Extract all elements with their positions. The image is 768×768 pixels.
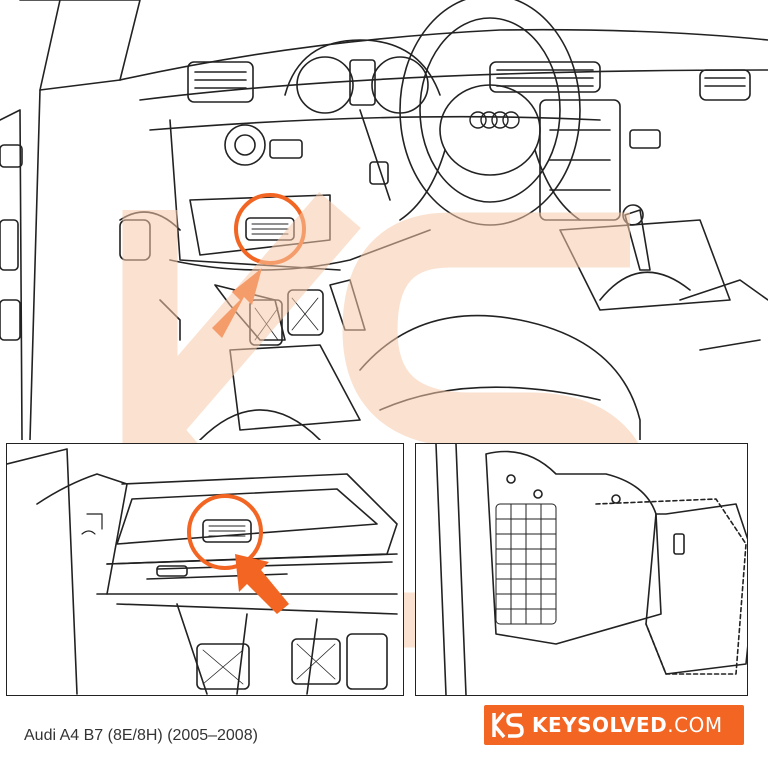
fuse-grid [495, 503, 557, 625]
obd-port-icon [234, 193, 306, 265]
brand-name: KEYSOLVED [532, 713, 668, 737]
obd-port-icon [187, 494, 263, 570]
orange-arrow-icon [212, 268, 262, 338]
orange-arrow-icon [235, 554, 289, 614]
door-frame [0, 0, 141, 440]
brand-badge[interactable]: KEYSOLVED.COM [484, 705, 744, 745]
inset-fuse-box [415, 443, 748, 696]
keysolved-logo-icon [492, 711, 524, 739]
vehicle-caption: Audi A4 B7 (8E/8H) (2005–2008) [24, 727, 258, 744]
inset-obd-closeup [6, 443, 404, 696]
audi-rings-icon [469, 111, 520, 129]
footer: Audi A4 B7 (8E/8H) (2005–2008) KEYSOLVED… [0, 700, 768, 768]
brand-tld: .COM [667, 713, 723, 737]
main-illustration [0, 0, 768, 440]
